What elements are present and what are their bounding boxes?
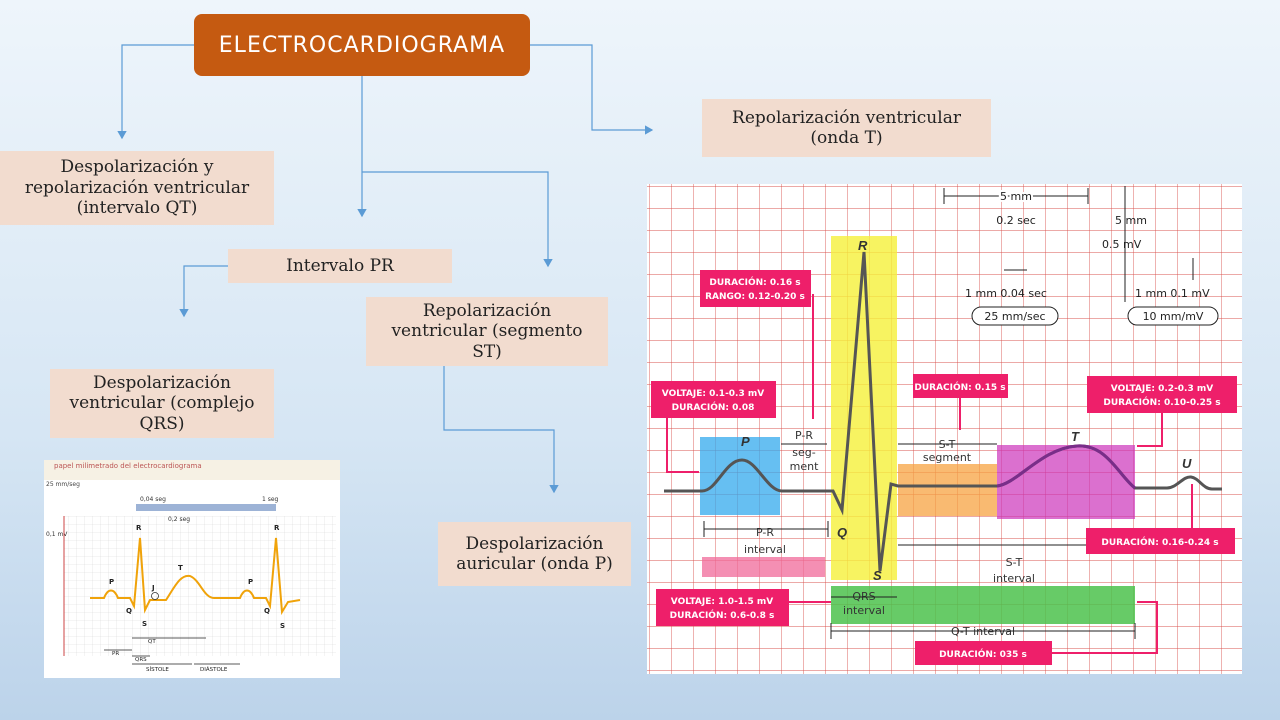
- mini-label-P: P: [109, 578, 114, 586]
- st-interval-label-1: S-T: [1006, 556, 1023, 569]
- pr-interval-bar: [702, 557, 825, 577]
- pr-interval-label-2: interval: [744, 543, 786, 556]
- mini-speed: 25 mm/seg: [46, 481, 80, 488]
- mini-ecg-paper: papel milimetrado del electrocardiograma…: [44, 460, 340, 678]
- scale-small-volt-label: 1 mm 0.1 mV: [1135, 287, 1210, 300]
- pr-interval-label-1: P-R: [756, 526, 774, 539]
- callout-qrs: VOLTAJE: 1.0-1.5 mV DURACIÓN: 0.6-0.8 s: [656, 589, 831, 626]
- mini-t3: 0,2 seg: [168, 516, 190, 523]
- callout-t: VOLTAJE: 0.2-0.3 mV DURACIÓN: 0.10-0.25 …: [1087, 376, 1237, 447]
- mini-diastole: DIÁSTOLE: [200, 666, 228, 673]
- scale-time-label: 0.2 sec: [996, 214, 1036, 227]
- svg-text:DURACIÓN: 0.16-0.24 s: DURACIÓN: 0.16-0.24 s: [1101, 536, 1218, 548]
- callout-u: DURACIÓN: 0.16-0.24 s: [1086, 484, 1235, 554]
- p-wave-box: [700, 437, 780, 515]
- scale-small-time-label: 1 mm 0.04 sec: [965, 287, 1047, 300]
- main-title: ELECTROCARDIOGRAMA: [194, 14, 530, 76]
- node-pr-interval: Intervalo PR: [228, 249, 452, 283]
- svg-text:VOLTAJE: 0.1-0.3 mV: VOLTAJE: 0.1-0.3 mV: [662, 389, 764, 399]
- svg-text:VOLTAJE: 0.2-0.3 mV: VOLTAJE: 0.2-0.3 mV: [1111, 384, 1213, 394]
- node-st-segment: Repolarización ventricular (segmento ST): [366, 297, 608, 366]
- st-segment-box: [898, 464, 997, 516]
- svg-text:DURACIÓN: 0.15 s: DURACIÓN: 0.15 s: [914, 381, 1005, 393]
- qrs-interval-label-2: interval: [843, 604, 885, 617]
- callout-p: VOLTAJE: 0.1-0.3 mV DURACIÓN: 0.08: [651, 381, 776, 473]
- mini-t1: 0,04 seg: [140, 496, 166, 503]
- callout-st: DURACIÓN: 0.15 s: [913, 374, 1008, 430]
- label-P: P: [741, 434, 750, 449]
- paper-speed-label: 25 mm/sec: [984, 310, 1045, 323]
- pr-segment-label-2: seg-: [792, 446, 815, 459]
- node-qt-interval: Despolarización y repolarización ventric…: [0, 151, 274, 225]
- mini-label-J: J: [151, 584, 155, 592]
- svg-text:DURACIÓN: 0.10-0.25 s: DURACIÓN: 0.10-0.25 s: [1103, 396, 1220, 408]
- callout-pr: DURACIÓN: 0.16 s RANGO: 0.12-0.20 s: [700, 270, 814, 419]
- mini-pr: PR: [112, 651, 119, 657]
- mini-ecg-trace: [90, 537, 301, 616]
- node-qrs-complex: Despolarización ventricular (complejo QR…: [50, 369, 274, 438]
- pr-segment-label-1: P-R: [795, 429, 813, 442]
- label-U: U: [1182, 456, 1192, 471]
- t-wave-box: [997, 445, 1135, 519]
- mini-label-Q: Q: [126, 607, 132, 615]
- scale-5mm-label: 5 mm: [1000, 190, 1032, 203]
- mini-qt: QT: [148, 639, 156, 645]
- mini-sistole: SÍSTOLE: [146, 666, 169, 673]
- node-t-wave: Repolarización ventricular (onda T): [702, 99, 991, 157]
- mini-t2: 1 seg: [262, 496, 279, 503]
- label-T: T: [1071, 429, 1080, 444]
- qrs-interval-bar: [831, 586, 1135, 624]
- st-interval-label-2: interval: [993, 572, 1035, 585]
- node-p-wave: Despolarización auricular (onda P): [438, 522, 631, 586]
- mini-title: papel milimetrado del electrocardiograma: [54, 462, 202, 470]
- svg-text:DURACIÓN: 0.08: DURACIÓN: 0.08: [672, 401, 755, 413]
- svg-text:RANGO: 0.12-0.20 s: RANGO: 0.12-0.20 s: [705, 292, 805, 302]
- mini-label-R2: R: [274, 524, 280, 532]
- mini-volt: 0,1 mV: [46, 531, 68, 538]
- gain-label: 10 mm/mV: [1143, 310, 1204, 323]
- mini-label-S2: S: [280, 622, 285, 630]
- pr-segment-label-3: ment: [790, 460, 819, 473]
- svg-text:DURACIÓN: 035 s: DURACIÓN: 035 s: [939, 648, 1027, 660]
- mini-label-R: R: [136, 524, 142, 532]
- scale-volt-label: 0.5 mV: [1102, 238, 1142, 251]
- label-R: R: [858, 238, 868, 253]
- svg-text:DURACIÓN: 0.16 s: DURACIÓN: 0.16 s: [709, 276, 800, 288]
- mini-label-P2: P: [248, 578, 253, 586]
- label-S: S: [873, 568, 882, 583]
- label-Q: Q: [837, 525, 847, 540]
- ecg-diagram: P R Q S T U P-R seg- ment S-T segment P-…: [647, 184, 1242, 674]
- mini-qrs: QRS: [135, 657, 147, 663]
- callout-qt: DURACIÓN: 035 s: [915, 601, 1158, 665]
- scale-volt-mm-label: 5 mm: [1115, 214, 1147, 227]
- svg-text:VOLTAJE: 1.0-1.5 mV: VOLTAJE: 1.0-1.5 mV: [671, 597, 773, 607]
- st-segment-label-2: segment: [923, 451, 972, 464]
- mini-label-T: T: [178, 564, 183, 572]
- mini-label-S: S: [142, 620, 147, 628]
- mini-label-Q2: Q: [264, 607, 270, 615]
- svg-text:DURACIÓN: 0.6-0.8 s: DURACIÓN: 0.6-0.8 s: [670, 609, 775, 621]
